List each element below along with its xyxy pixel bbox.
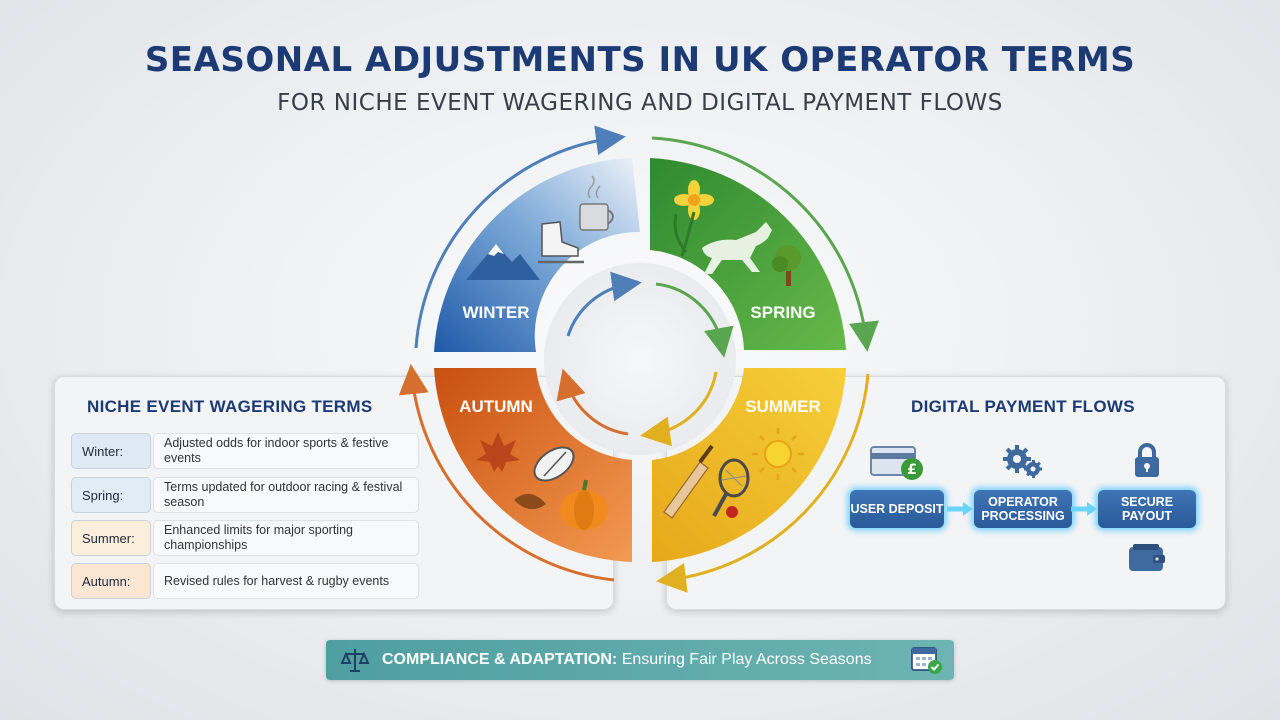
mountain-icon: [466, 244, 540, 280]
cycle-arrow-inner: [640, 371, 718, 447]
season-label-winter: WINTER: [462, 303, 529, 322]
compliance-banner: COMPLIANCE & ADAPTATION: Ensuring Fair P…: [326, 640, 954, 680]
banner-bold-text: COMPLIANCE & ADAPTATION:: [382, 651, 618, 668]
pumpkin-icon: [560, 479, 608, 530]
term-season-label: Winter:: [71, 433, 151, 469]
sun-icon: [752, 428, 804, 480]
term-season-label: Autumn:: [71, 563, 151, 599]
racehorse-icon: [702, 222, 772, 274]
banner-text: COMPLIANCE & ADAPTATION: Ensuring Fair P…: [382, 651, 872, 669]
cycle-arrow-outer: [398, 364, 615, 582]
season-label-spring: SPRING: [750, 303, 815, 322]
tennis-racket-icon: [712, 458, 750, 517]
term-row-spring: Spring: Terms updated for outdoor racing…: [71, 477, 419, 513]
flow-step-secure-payout: SECURE PAYOUT: [1097, 489, 1197, 529]
leaf-icon: [514, 493, 546, 510]
flow-step-operator-processing: OPERATOR PROCESSING: [973, 489, 1073, 529]
cycle-arrow-outer: [414, 125, 626, 349]
wallet-icon: [1129, 544, 1165, 571]
term-description: Revised rules for harvest & rugby events: [153, 563, 419, 599]
payment-flows-heading: DIGITAL PAYMENT FLOWS: [911, 397, 1135, 416]
cycle-arrow-outer: [656, 373, 870, 593]
svg-text:£: £: [907, 462, 917, 478]
flow-step-user-deposit: USER DEPOSIT: [849, 489, 945, 529]
page-title: SEASONAL ADJUSTMENTS IN UK OPERATOR TERM…: [144, 40, 1136, 80]
page-subtitle: FOR NICHE EVENT WAGERING AND DIGITAL PAY…: [277, 90, 1003, 116]
scales-icon: [340, 649, 370, 672]
flow-arrow-icon: [947, 502, 973, 516]
coffee-mug-icon: [579, 175, 614, 231]
term-description: Adjusted odds for indoor sports & festiv…: [153, 433, 419, 469]
ice-skate-icon: [538, 221, 584, 264]
term-season-label: Summer:: [71, 520, 151, 556]
cycle-arrow-outer: [651, 136, 879, 352]
cricket-ball-icon: [726, 506, 738, 518]
term-description: Enhanced limits for major sporting champ…: [153, 520, 419, 556]
cycle-arrow-inner: [556, 368, 629, 436]
term-row-summer: Summer: Enhanced limits for major sporti…: [71, 520, 419, 556]
daffodil-icon: [673, 180, 714, 257]
banner-body-text: Ensuring Fair Play Across Seasons: [617, 651, 872, 668]
season-label-autumn: AUTUMN: [459, 397, 533, 416]
season-label-summer: SUMMER: [745, 397, 821, 416]
cycle-arrow-inner: [566, 271, 642, 337]
flow-arrow-icon: [1071, 502, 1097, 516]
calendar-check-icon: [911, 647, 942, 674]
maple-leaf-icon: [476, 432, 520, 472]
rugby-ball-icon: [533, 446, 575, 482]
wagering-terms-heading: NICHE EVENT WAGERING TERMS: [87, 397, 373, 416]
cycle-arrow-inner: [655, 282, 734, 358]
term-description: Terms updated for outdoor racing & festi…: [153, 477, 419, 513]
term-season-label: Spring:: [71, 477, 151, 513]
gears-icon: [1003, 445, 1042, 478]
term-row-autumn: Autumn: Revised rules for harvest & rugb…: [71, 563, 419, 599]
term-row-winter: Winter: Adjusted odds for indoor sports …: [71, 433, 419, 469]
tree-icon: [772, 245, 801, 286]
padlock-icon: [1135, 443, 1159, 477]
card-pound-icon: £: [870, 446, 923, 480]
cricket-bat-icon: [663, 444, 714, 519]
summer-segment: [652, 368, 846, 562]
